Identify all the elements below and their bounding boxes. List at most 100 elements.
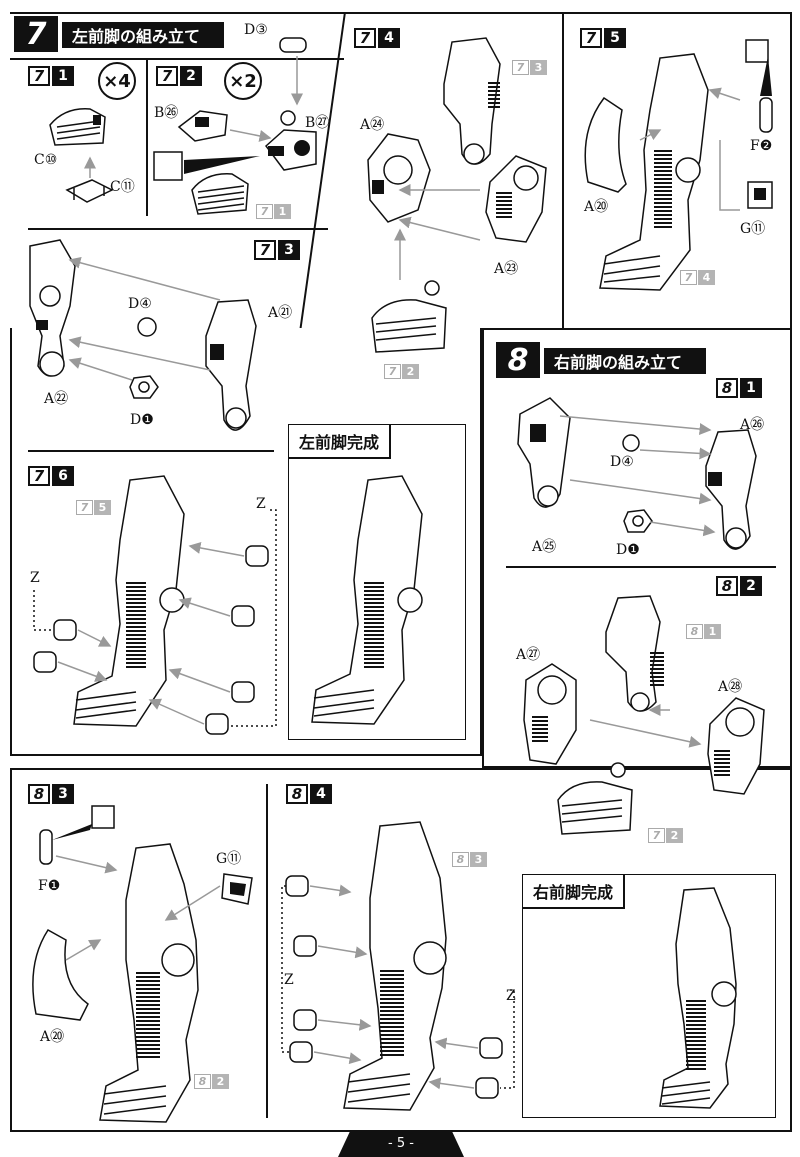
step-minor: 1 <box>52 66 74 86</box>
arrows-7-3 <box>68 256 221 381</box>
ref-minor: 3 <box>470 852 487 867</box>
ref-minor: 3 <box>530 60 547 75</box>
left-leg-complete-illustration <box>311 475 423 725</box>
step-minor: 4 <box>378 28 400 48</box>
part-a22-illustration <box>29 239 76 377</box>
section-7-title: 左前脚の組み立て <box>62 22 224 48</box>
ref-major: 7 <box>680 270 697 285</box>
step-7-6-badge: 7 6 <box>28 466 74 486</box>
multiplier-badge: ×2 <box>224 62 262 100</box>
part-label: A㉓ <box>494 261 519 277</box>
part-d4-illustration <box>137 317 157 337</box>
ref-minor: 4 <box>698 270 715 285</box>
ref-major: 8 <box>452 852 469 867</box>
part-label: A㉕ <box>532 539 557 555</box>
step-minor: 4 <box>310 784 332 804</box>
part-a27-illustration <box>523 663 577 765</box>
part-a20-illustration <box>32 929 89 1021</box>
divider <box>562 12 564 328</box>
ref-major: 8 <box>686 624 703 639</box>
step-8-3-badge: 8 3 <box>28 784 74 804</box>
part-label: A⑳ <box>584 199 609 215</box>
ref-badge: 8 1 <box>686 624 721 639</box>
zoom-callout-icon <box>153 151 260 181</box>
step-major: 8 <box>716 576 738 596</box>
ref-minor: 1 <box>274 204 291 219</box>
step-7-3-badge: 7 3 <box>254 240 300 260</box>
part-7-1-assembly <box>191 173 249 215</box>
divider <box>28 450 274 452</box>
part-label: A㉔ <box>360 117 385 133</box>
step-7-2-badge: 7 2 <box>156 66 202 86</box>
leg-8-4-assembly <box>343 821 447 1111</box>
leg-7-5-assembly <box>599 53 709 291</box>
part-label: A㉒ <box>44 391 69 407</box>
part-7-2-assembly <box>371 280 447 353</box>
ref-minor: 5 <box>94 500 111 515</box>
divider <box>266 784 268 1118</box>
ref-major: 7 <box>76 500 93 515</box>
part-a25-illustration <box>517 397 571 508</box>
arrows-7-4 <box>394 184 481 280</box>
step-major: 8 <box>716 378 738 398</box>
ref-badge: 7 1 <box>256 204 291 219</box>
ref-badge: 7 5 <box>76 500 111 515</box>
part-a21-illustration <box>205 299 257 431</box>
arrows-7-5 <box>639 87 741 211</box>
part-label: D❶ <box>130 412 154 428</box>
divider <box>146 58 148 216</box>
section-8-number: 8 <box>496 342 540 378</box>
part-d1-illustration <box>129 375 159 399</box>
part-f2-illustration <box>745 39 773 133</box>
step-major: 7 <box>28 466 50 486</box>
arrows-8-3 <box>55 855 221 961</box>
step-major: 7 <box>28 66 50 86</box>
part-a28-illustration <box>707 697 765 795</box>
part-label: D④ <box>128 296 152 312</box>
part-label: A⑳ <box>40 1029 65 1045</box>
part-label: A㉘ <box>718 679 743 695</box>
part-label: Z <box>506 988 516 1004</box>
part-label: G⑪ <box>740 221 766 237</box>
ref-major: 7 <box>384 364 401 379</box>
part-label: B㉗ <box>305 115 330 131</box>
right-leg-complete-title: 右前脚完成 <box>523 875 626 909</box>
step-8-2-badge: 8 2 <box>716 576 762 596</box>
ref-badge: 7 2 <box>648 828 683 843</box>
part-b27-illustration <box>264 110 317 171</box>
ref-minor: 2 <box>212 1074 229 1089</box>
ref-minor: 1 <box>704 624 721 639</box>
part-7-2-assembly <box>557 762 633 835</box>
part-a20-illustration <box>584 96 627 193</box>
step-major: 7 <box>354 28 376 48</box>
ref-badge: 7 2 <box>384 364 419 379</box>
ref-badge: 7 3 <box>512 60 547 75</box>
divider <box>506 566 776 568</box>
part-d4-illustration <box>622 434 640 452</box>
left-leg-complete-title: 左前脚完成 <box>289 425 392 459</box>
step-major: 7 <box>254 240 276 260</box>
part-c11-illustration <box>65 156 114 203</box>
step-minor: 6 <box>52 466 74 486</box>
part-a23-illustration <box>485 155 547 243</box>
step-7-5-badge: 7 5 <box>580 28 626 48</box>
screws-8-4 <box>281 875 515 1099</box>
step-major: 7 <box>156 66 178 86</box>
part-c10-illustration <box>49 108 106 146</box>
step-minor: 3 <box>278 240 300 260</box>
ref-badge: 8 2 <box>194 1074 229 1089</box>
arrow-7-2 <box>229 129 272 142</box>
part-d1-illustration <box>623 509 653 533</box>
part-label: D③ <box>244 22 268 38</box>
part-label: G⑪ <box>216 851 242 867</box>
step-8-1-badge: 8 1 <box>716 378 762 398</box>
part-label: C⑪ <box>110 179 135 195</box>
step-major: 8 <box>286 784 308 804</box>
part-label: Z <box>284 972 294 988</box>
screws-7-6 <box>33 509 277 735</box>
divider <box>10 58 344 60</box>
part-label: D④ <box>610 454 634 470</box>
ref-major: 7 <box>512 60 529 75</box>
multiplier-badge: ×4 <box>98 62 136 100</box>
step-minor: 2 <box>740 576 762 596</box>
